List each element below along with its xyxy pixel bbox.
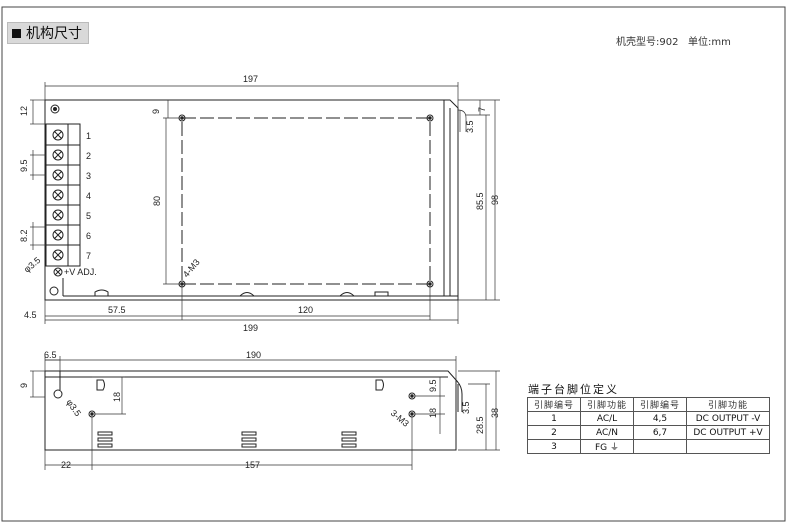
table-row: 1 AC/L 4,5 DC OUTPUT -V: [527, 411, 770, 426]
dim-9-5-side: 9.5: [428, 379, 438, 392]
dim-22: 22: [61, 460, 71, 470]
dim-7: 7: [477, 107, 487, 112]
dim-28-5: 28.5: [475, 416, 485, 434]
dim-85-5: 85.5: [475, 192, 485, 210]
dim-190: 190: [246, 350, 261, 360]
header-pin-func-1: 引脚功能: [580, 397, 634, 412]
cell: AC/L: [580, 411, 634, 426]
table-row: 3 FG ⏚: [527, 439, 770, 454]
pcb-outline: [181, 117, 431, 285]
vent-slots: [97, 431, 357, 448]
dim-18-right: 18: [428, 408, 438, 418]
square-bullet-icon: [12, 28, 21, 38]
mount-hole-top: φ3.5: [22, 255, 42, 274]
unit-label: 单位:mm: [688, 37, 731, 48]
cell: 3: [527, 439, 581, 454]
terminal-7: 7: [86, 251, 91, 261]
page-frame: [1, 6, 786, 522]
terminal-1: 1: [86, 131, 91, 141]
dim-9-side: 9: [19, 383, 29, 388]
header-pin-func-2: 引脚功能: [686, 397, 770, 412]
dim-199: 199: [243, 323, 258, 333]
pin-definition-table: 引脚编号 引脚功能 引脚编号 引脚功能 1 AC/L 4,5 DC OUTPUT…: [527, 397, 770, 454]
cell: FG ⏚: [580, 439, 634, 454]
terminal-block: [45, 123, 81, 267]
hole-label-4-m3: 4-M3: [181, 257, 202, 279]
dim-98: 98: [490, 195, 500, 205]
mount-hole-side: φ3.5: [64, 397, 83, 418]
side-view-dimensions: [30, 356, 500, 470]
cell: 6,7: [633, 425, 687, 440]
cell: [686, 439, 770, 454]
table-row: 2 AC/N 6,7 DC OUTPUT +V: [527, 425, 770, 440]
terminal-screws: [52, 129, 64, 261]
terminal-4: 4: [86, 191, 91, 201]
cell: 1: [527, 411, 581, 426]
dim-9-5: 9.5: [19, 159, 29, 172]
dim-197: 197: [243, 74, 258, 84]
header-pin-no-2: 引脚编号: [633, 397, 687, 412]
cell: DC OUTPUT +V: [686, 425, 770, 440]
cell: 4,5: [633, 411, 687, 426]
terminal-5: 5: [86, 211, 91, 221]
dim-18-left: 18: [112, 392, 122, 402]
terminal-3: 3: [86, 171, 91, 181]
dim-12: 12: [19, 106, 29, 116]
cell: AC/N: [580, 425, 634, 440]
dim-6-5: 6.5: [44, 350, 57, 360]
terminal-6: 6: [86, 231, 91, 241]
section-title: 机构尺寸: [26, 26, 82, 42]
dim-9-top: 9: [151, 109, 161, 114]
dim-157: 157: [245, 460, 260, 470]
terminal-2: 2: [86, 151, 91, 161]
dim-3-5-top: 3.5: [465, 120, 475, 133]
pin-table-header: 引脚编号 引脚功能 引脚编号 引脚功能: [527, 397, 770, 412]
dim-80: 80: [152, 196, 162, 206]
top-view: [44, 99, 459, 301]
header-pin-no-1: 引脚编号: [527, 397, 581, 412]
model-label: 机壳型号:902: [616, 37, 679, 48]
cell: [633, 439, 687, 454]
cell: 2: [527, 425, 581, 440]
adj-label: +V ADJ.: [64, 267, 97, 277]
dim-38: 38: [490, 408, 500, 418]
pin-table-title: 端子台脚位定义: [528, 383, 619, 396]
dim-4-5: 4.5: [24, 310, 37, 320]
side-view-outline: [44, 370, 457, 451]
section-header: 机构尺寸: [7, 22, 89, 44]
dim-8-2: 8.2: [19, 229, 29, 242]
top-view-outline: [44, 99, 459, 301]
hole-label-3-m3: 3-M3: [389, 408, 411, 429]
adj-potentiometer-icon: [53, 267, 63, 277]
dim-3-5-side: 3.5: [461, 401, 471, 414]
top-view-dimensions: [30, 82, 500, 324]
model-unit-label: 机壳型号:902 单位:mm: [616, 33, 731, 48]
cell: DC OUTPUT -V: [686, 411, 770, 426]
dim-120: 120: [298, 305, 313, 315]
dim-57-5: 57.5: [108, 305, 126, 315]
